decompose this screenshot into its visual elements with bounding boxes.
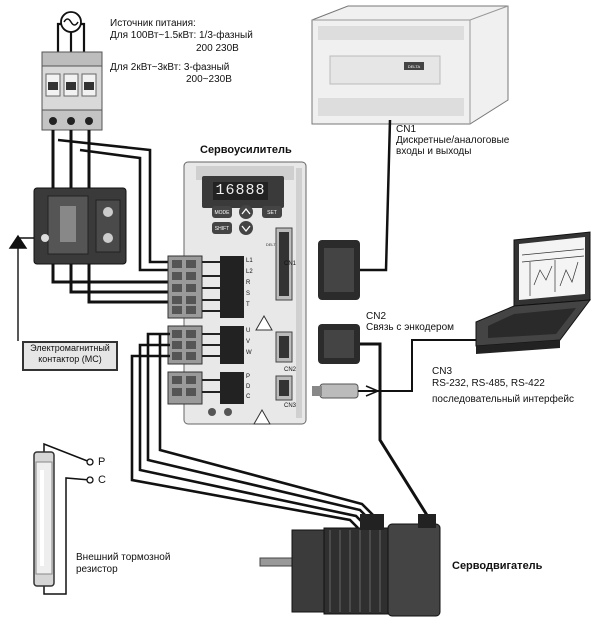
circuit-breaker xyxy=(41,51,103,131)
motor-title: Серводвигатель xyxy=(452,560,543,572)
brake-resistor xyxy=(33,451,55,587)
cn3-name: CN3 xyxy=(432,366,453,377)
terminal-plug-bot xyxy=(167,371,203,405)
resistor-c-label: C xyxy=(98,474,106,486)
laptop xyxy=(475,231,592,354)
power-line3: Для 2кВт~3кВт: 3-фазный xyxy=(110,62,230,73)
plc-brand-logo: DELTA xyxy=(408,64,421,69)
shift-key-label: SHIFT xyxy=(215,226,229,232)
amp-term-labels-top: L1 L2 R S T xyxy=(246,258,253,308)
resistor-line2: резистор xyxy=(76,564,118,575)
power-title: Источник питания: xyxy=(110,18,196,29)
motor-power-cables xyxy=(130,332,375,529)
ac-source-symbol xyxy=(60,11,82,33)
amp-cn2-label: CN2 xyxy=(284,367,297,373)
power-line2: 200 230В xyxy=(196,43,239,54)
cn2-cable xyxy=(318,324,432,530)
power-input-wires xyxy=(56,22,86,52)
plug-to-amp-links xyxy=(202,261,220,393)
terminal-plug-mid xyxy=(167,325,203,365)
amp-term-labels-bot: P D C xyxy=(246,374,251,400)
terminal-plug-top xyxy=(167,255,203,319)
terminal-c-dot xyxy=(86,476,94,484)
amp-cn1-label: CN1 xyxy=(284,261,297,267)
servo-amplifier-body: MODE SET SHIFT DELTA xyxy=(183,161,307,425)
cn2-desc: Связь с энкодером xyxy=(366,322,455,333)
servo-motor xyxy=(259,514,441,617)
terminal-p-dot xyxy=(86,458,94,466)
resistor-line1: Внешний тормозной xyxy=(76,552,171,563)
contactor-line2: контактор (MC) xyxy=(38,354,102,364)
cn1-cable xyxy=(318,119,392,300)
resistor-wires xyxy=(43,442,91,595)
servo-amp-title: Сервоусилитель xyxy=(200,144,292,156)
power-line4: 200~230В xyxy=(186,74,232,85)
contactor-line1: Электромагнитный xyxy=(30,343,110,353)
power-line1: Для 100Вт~1.5кВт: 1/3-фазный xyxy=(110,30,253,41)
cn3-desc2: последовательный интерфейс xyxy=(432,394,574,405)
keypad: MODE SET SHIFT DELTA xyxy=(212,205,282,247)
control-power-wires xyxy=(57,138,170,272)
breaker-to-contactor-wires xyxy=(51,130,91,190)
amp-cn3-label: CN3 xyxy=(284,403,297,409)
magnetic-contactor xyxy=(33,187,127,265)
amp-term-labels-mid: U V W xyxy=(246,328,252,356)
cn1-desc1: Дискретные/аналоговые xyxy=(396,135,510,146)
servo-display: 16888 xyxy=(213,182,268,200)
contactor-label-box: Электромагнитный контактор (MC) xyxy=(22,341,118,371)
plc-module: DELTA xyxy=(311,5,509,125)
mc-control-line xyxy=(8,234,34,341)
contactor-to-rst-wires xyxy=(51,264,170,304)
set-key-label: SET xyxy=(267,210,277,216)
resistor-p-label: P xyxy=(98,456,106,468)
cn1-name: CN1 xyxy=(396,124,417,135)
amp-brand-logo: DELTA xyxy=(266,242,279,247)
cn2-name: CN2 xyxy=(366,311,387,322)
cn3-desc1: RS-232, RS-485, RS-422 xyxy=(432,378,545,389)
mode-key-label: MODE xyxy=(215,210,231,216)
cn1-desc2: входы и выходы xyxy=(396,146,472,157)
